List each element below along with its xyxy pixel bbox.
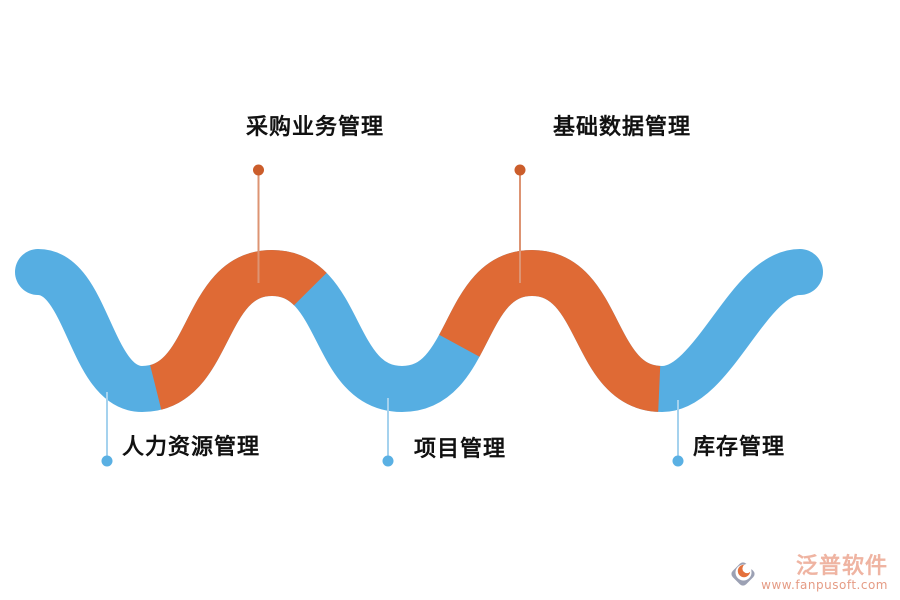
node-dot-procurement <box>253 164 264 176</box>
vendor-logo-icon <box>731 562 755 586</box>
vendor-name: 泛普软件 <box>795 553 888 579</box>
label-basedata: 基础数据管理 <box>553 115 692 140</box>
vendor-watermark: 泛普软件 www.fanpusoft.com <box>727 553 888 592</box>
node-dot-project <box>382 455 394 467</box>
label-procurement: 采购业务管理 <box>246 115 385 140</box>
wave-ribbon-blue <box>15 249 823 413</box>
vendor-url: www.fanpusoft.com <box>761 577 888 592</box>
node-dot-basedata <box>514 164 526 176</box>
label-project: 项目管理 <box>414 437 507 462</box>
node-dot-hr <box>101 455 113 467</box>
node-dot-inventory <box>672 455 684 467</box>
label-hr: 人力资源管理 <box>122 435 261 460</box>
label-inventory: 库存管理 <box>693 435 786 460</box>
